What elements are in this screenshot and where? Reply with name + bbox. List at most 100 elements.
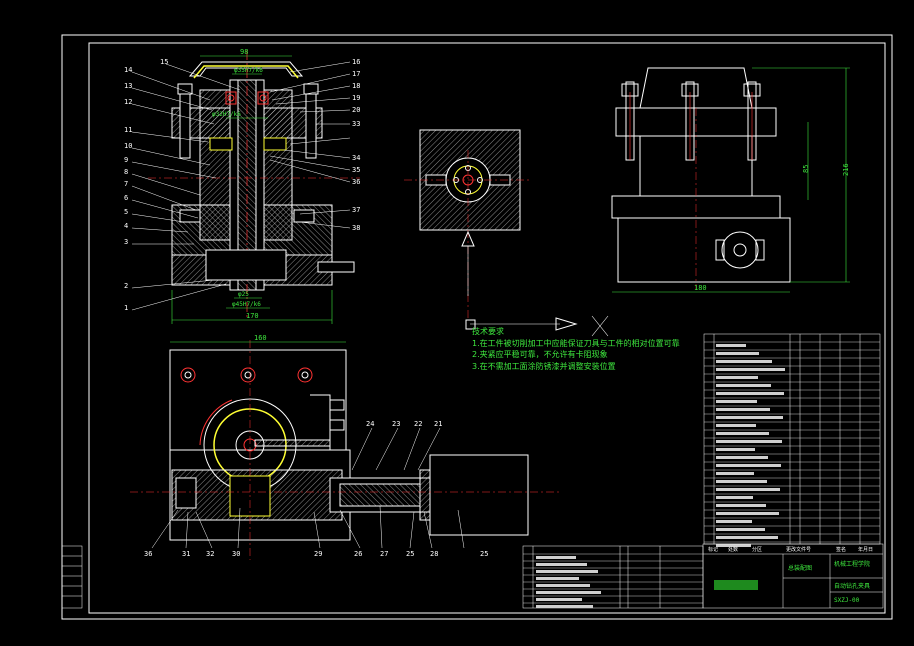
callout-20: 20 [352, 106, 360, 114]
bom-row-text-glyph [536, 591, 601, 594]
callout-38: 38 [352, 224, 360, 232]
tb-label-change: 更改文件号 [786, 546, 811, 553]
parts-row-text-glyph [716, 448, 755, 451]
parts-row-text-glyph [716, 408, 770, 411]
callout-b32: 32 [206, 550, 214, 558]
parts-row-text-glyph [716, 512, 779, 515]
parts-row-text-glyph [716, 344, 746, 347]
callout-5: 5 [124, 208, 128, 216]
bom-row-text-glyph [536, 563, 587, 566]
tb-label-date: 年月日 [858, 546, 873, 553]
title-block-header: 标记 处数 分区 更改文件号 签名 年月日 [708, 546, 873, 553]
callout-9: 9 [124, 156, 128, 164]
callout-b25: 25 [406, 550, 414, 558]
parts-row-text-glyph [716, 376, 758, 379]
callout-12: 12 [124, 98, 132, 106]
bom-row-text-glyph [536, 605, 593, 608]
right-callouts: 15 16 17 18 19 20 33 34 35 36 37 38 [160, 58, 360, 232]
title-code: SXZJ-00 [834, 597, 860, 604]
callout-14: 14 [124, 66, 132, 74]
callout-16: 16 [352, 58, 360, 66]
parts-row-text-glyph [716, 368, 785, 371]
callout-8: 8 [124, 168, 128, 176]
callout-2: 2 [124, 282, 128, 290]
outer-frame [61, 34, 893, 620]
callout-15: 15 [160, 58, 168, 66]
parts-row-text-glyph [716, 424, 756, 427]
front-section-view [148, 50, 360, 324]
callout-36: 36 [352, 178, 360, 186]
dim-base-width: 170 [246, 312, 259, 320]
callout-b23: 23 [392, 420, 400, 428]
dim-bore-bottom-1: φ25 [238, 291, 249, 298]
callout-b30: 30 [232, 550, 240, 558]
callout-7: 7 [124, 180, 128, 188]
parts-row-text-glyph [716, 488, 780, 491]
notes-title: 技术要求 [472, 327, 504, 336]
bom-row-text-glyph [536, 598, 582, 601]
callout-34: 34 [352, 154, 360, 162]
dim-plan-width: 160 [254, 334, 267, 342]
left-callout-leaders [131, 71, 227, 311]
inner-frame [88, 42, 886, 614]
title-company: 机械工程学院 [834, 560, 870, 568]
title-product: 自动钻孔夹具 [834, 582, 870, 590]
bom-table [522, 545, 704, 609]
parts-row-text-glyph [716, 520, 752, 523]
bom-row-text-glyph [536, 584, 590, 587]
parts-row-text-glyph [716, 352, 759, 355]
callout-3: 3 [124, 238, 128, 246]
note-item-3: 3.在不需加工面涂防锈漆并调整安装位置 [472, 361, 616, 371]
tb-label-zone: 分区 [752, 546, 762, 553]
note-item-2: 2.夹紧应平稳可靠，不允许有卡阻现象 [472, 350, 608, 359]
parts-row-text-glyph [716, 400, 757, 403]
side-view [611, 67, 850, 293]
tb-label-sign: 签名 [836, 546, 846, 553]
parts-row-text-glyph [716, 432, 769, 435]
left-stamp-table [61, 545, 83, 609]
callout-b21: 21 [434, 420, 442, 428]
right-callout-leaders [165, 61, 351, 229]
callout-b26: 26 [354, 550, 362, 558]
callout-13: 13 [124, 82, 132, 90]
callout-6: 6 [124, 194, 128, 202]
callout-b22: 22 [414, 420, 422, 428]
callout-35: 35 [352, 166, 360, 174]
note-item-1: 1.在工件被切削加工中应能保证刀具与工件的相对位置可靠 [472, 338, 680, 348]
parts-list-rows [704, 341, 880, 547]
dim-bore-bottom-2: φ45H7/k6 [232, 301, 261, 308]
parts-row-text-glyph [716, 544, 751, 547]
callout-1: 1 [124, 304, 128, 312]
callout-4: 4 [124, 222, 128, 230]
parts-row-text-glyph [716, 392, 784, 395]
title-drawing-name: 总装配图 [788, 564, 812, 572]
dim-bore-top: φ35H7/k6 [234, 67, 263, 74]
dim-side-height-1: 85 [802, 165, 810, 173]
parts-row-text-glyph [716, 528, 765, 531]
callout-19: 19 [352, 94, 360, 102]
callout-b31: 31 [182, 550, 190, 558]
parts-row-text-glyph [716, 496, 753, 499]
dim-side-width: 180 [694, 284, 707, 292]
left-callouts: 14 13 12 11 10 9 8 7 6 5 4 3 2 1 [124, 66, 132, 312]
parts-row-text-glyph [716, 504, 766, 507]
title-block [702, 543, 884, 609]
section-view-square [404, 129, 609, 337]
callout-b25b: 25 [480, 550, 488, 558]
technical-notes: 技术要求 1.在工件被切削加工中应能保证刀具与工件的相对位置可靠 2.夹紧应平稳… [472, 326, 680, 372]
parts-row-text-glyph [716, 536, 778, 539]
callout-17: 17 [352, 70, 360, 78]
callout-33: 33 [352, 120, 360, 128]
dim-bore-mid: φ32H7/k6 [212, 111, 241, 118]
plan-view [130, 340, 560, 560]
callout-b28: 28 [430, 550, 438, 558]
callout-18: 18 [352, 82, 360, 90]
bom-row-text-glyph [536, 570, 598, 573]
callout-b36: 36 [144, 550, 152, 558]
tb-label-mark: 标记 [708, 546, 718, 553]
parts-row-text-glyph [716, 416, 783, 419]
bom-rows [523, 553, 703, 608]
parts-row-text-glyph [716, 472, 754, 475]
callout-10: 10 [124, 142, 132, 150]
